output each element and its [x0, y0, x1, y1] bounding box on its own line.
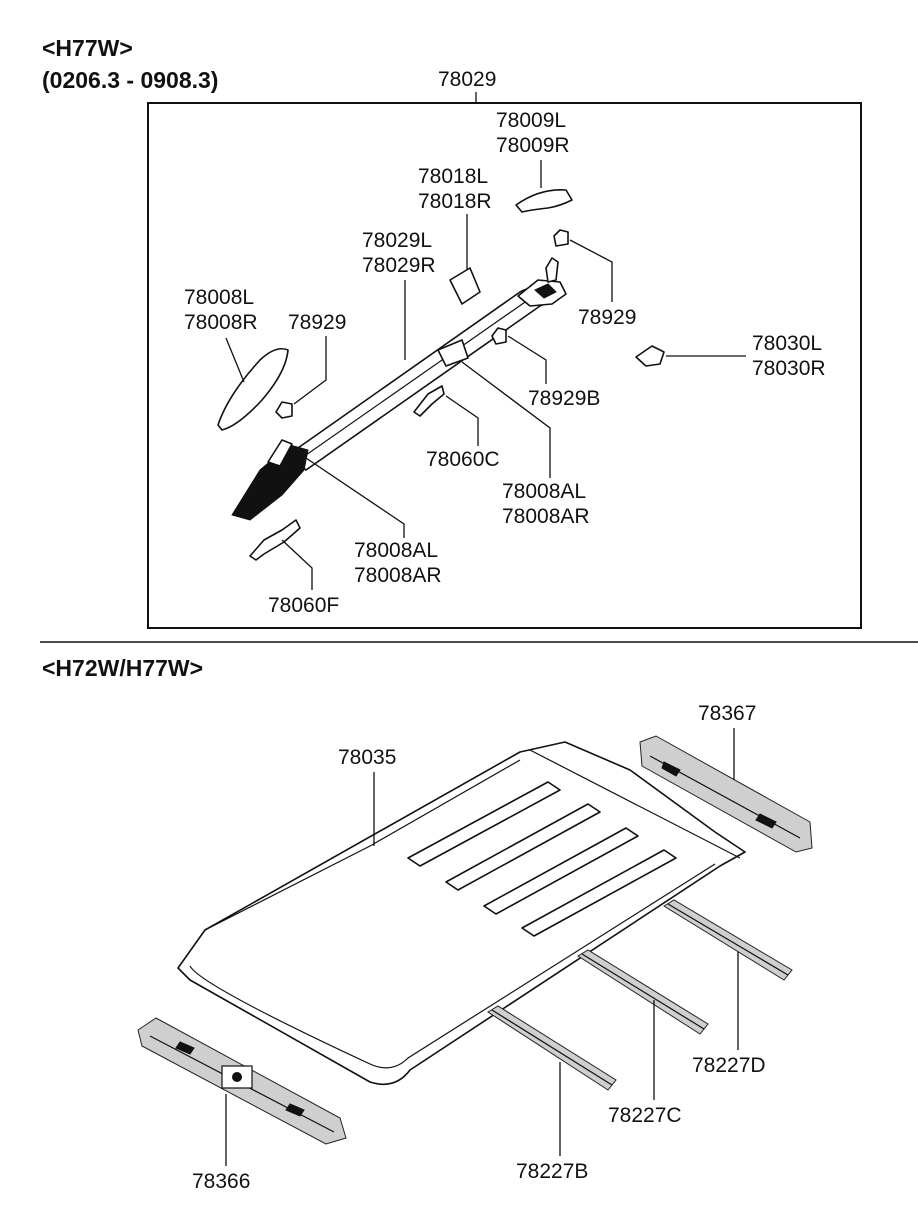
- label-78029R: 78029R: [362, 254, 436, 277]
- part-78018-pad: [449, 267, 481, 305]
- label-78018R: 78018R: [418, 190, 492, 213]
- label-78008AL-mid: 78008AL: [502, 480, 586, 503]
- roof-bow-78227D: [663, 899, 793, 981]
- label-78008AR-low: 78008AR: [354, 564, 442, 587]
- rail-mid-support: [437, 339, 469, 367]
- label-78929-left: 78929: [288, 311, 346, 334]
- front-header-78367: [639, 735, 813, 853]
- label-78060C: 78060C: [426, 448, 500, 471]
- section-title-top: <H77W>: [42, 35, 133, 61]
- label-78008L: 78008L: [184, 286, 254, 309]
- part-78030-bracket: [635, 345, 665, 367]
- label-78060F: 78060F: [268, 594, 339, 617]
- part-78060C-bracket: [413, 385, 445, 417]
- label-78008AL-low: 78008AL: [354, 539, 438, 562]
- group-box: [147, 102, 862, 629]
- label-78008R: 78008R: [184, 311, 258, 334]
- part-78060F-bracket: [249, 519, 301, 561]
- label-78367: 78367: [698, 702, 756, 725]
- roof-bow-78227C: [577, 949, 709, 1035]
- roof-rail-assembly: [231, 257, 567, 521]
- box-label-78029: 78029: [438, 68, 496, 91]
- part-78929B-clip: [491, 327, 507, 345]
- label-78929-right: 78929: [578, 306, 636, 329]
- label-78227B: 78227B: [516, 1160, 588, 1183]
- label-78009R: 78009R: [496, 134, 570, 157]
- label-78009L: 78009L: [496, 109, 566, 132]
- part-78008-cover: [217, 347, 289, 431]
- part-78929-clip-right: [553, 229, 569, 247]
- label-78366: 78366: [192, 1170, 250, 1193]
- part-78009-cover: [515, 188, 573, 213]
- label-78030R: 78030R: [752, 357, 826, 380]
- label-78030L: 78030L: [752, 332, 822, 355]
- label-78008AR-mid: 78008AR: [502, 505, 590, 528]
- section-subtitle-top: (0206.3 - 0908.3): [42, 67, 218, 93]
- part-78929-clip-left: [275, 401, 293, 419]
- roof-panel-78035: [177, 741, 746, 1086]
- label-78029L: 78029L: [362, 229, 432, 252]
- rail-end-cap-rear: [231, 444, 309, 521]
- label-78227D: 78227D: [692, 1054, 766, 1077]
- label-78929B: 78929B: [528, 387, 600, 410]
- rear-header-78366: [137, 1017, 347, 1145]
- roof-bow-78227B: [487, 1005, 617, 1091]
- label-78227C: 78227C: [608, 1104, 682, 1127]
- label-78035: 78035: [338, 746, 396, 769]
- section-title-bottom: <H72W/H77W>: [42, 655, 203, 681]
- label-78018L: 78018L: [418, 165, 488, 188]
